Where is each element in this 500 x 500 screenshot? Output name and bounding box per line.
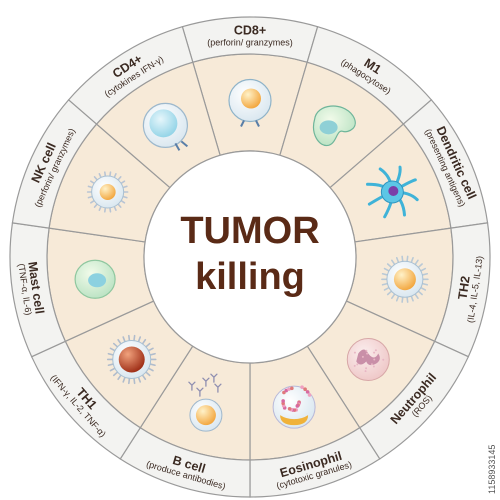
b-cell-icon bbox=[188, 373, 223, 432]
center-disc bbox=[143, 150, 357, 364]
nk-cell-icon bbox=[86, 171, 129, 213]
cell-name: CD8+ bbox=[234, 23, 266, 37]
th1-cell-icon bbox=[106, 334, 157, 385]
segment-b-cell: B cell(produce antibodies) bbox=[119, 345, 251, 498]
segment-label-band bbox=[67, 25, 194, 125]
segment-eosinophil: Eosinophil(cytotoxic granules) bbox=[249, 345, 381, 498]
segment-cd4: CD4+(cytokines IFN-γ) bbox=[67, 25, 221, 189]
image-credit: 1158933145 bbox=[487, 445, 497, 494]
eosinophil-icon bbox=[272, 385, 316, 429]
center-title-tumor: TUMOR bbox=[180, 210, 319, 252]
center-title-killing: killing bbox=[195, 256, 305, 298]
cd8-cell-icon bbox=[228, 78, 272, 127]
mast-cell-icon bbox=[74, 259, 116, 299]
neutrophil-icon bbox=[346, 337, 390, 381]
cd4-cell-icon bbox=[142, 102, 189, 151]
cell-name: TH2 bbox=[455, 275, 472, 300]
cell-function: (perforin/ granzymes) bbox=[207, 37, 293, 47]
macrophage-m1-icon bbox=[313, 105, 356, 146]
credit-number: 1158933145 bbox=[487, 445, 497, 494]
th2-cell-icon bbox=[381, 255, 429, 303]
segment-nk-cell: NK cell(perforin/ granzymes) bbox=[11, 98, 171, 243]
dendritic-cell-icon bbox=[366, 165, 419, 219]
segment-cd8: CD8+(perforin/ granzymes) bbox=[181, 16, 319, 157]
